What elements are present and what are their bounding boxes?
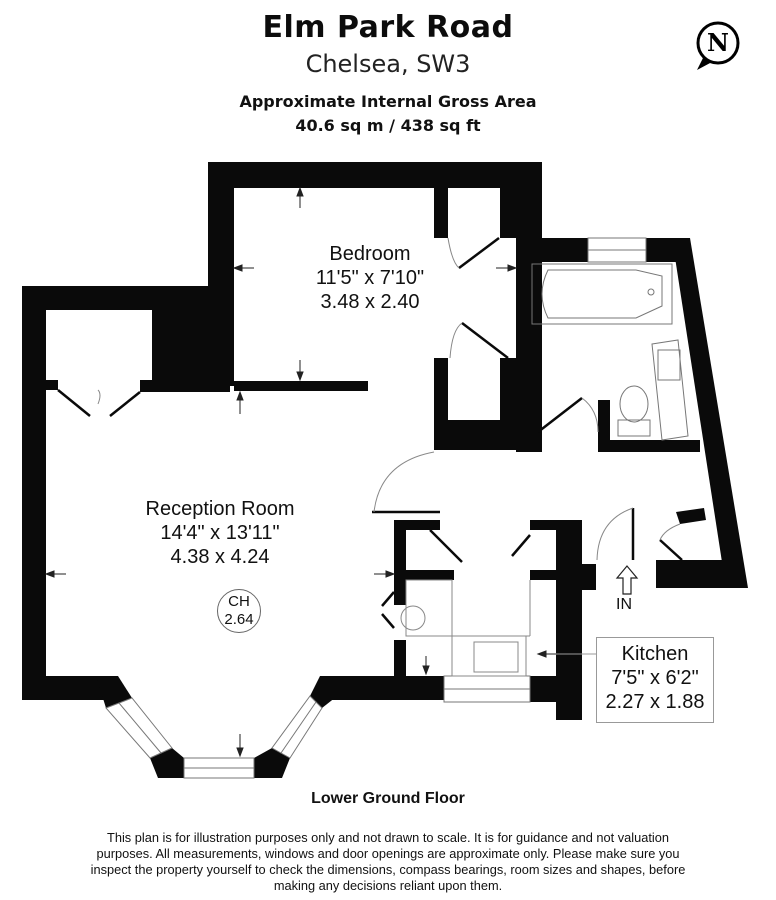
toilet bbox=[617, 385, 651, 437]
north-compass-icon: N bbox=[690, 18, 744, 74]
room-size-imperial: 7'5" x 6'2" bbox=[611, 667, 699, 689]
disclaimer-text: This plan is for illustration purposes o… bbox=[90, 830, 686, 893]
bathroom-sink bbox=[651, 339, 689, 441]
room-name: Reception Room bbox=[145, 498, 295, 520]
doors bbox=[57, 237, 683, 629]
room-label-kitchen: Kitchen 7'5" x 6'2" 2.27 x 1.88 bbox=[596, 637, 714, 723]
door-swings bbox=[97, 237, 681, 561]
kitchen-fixtures bbox=[400, 579, 531, 677]
area-label: Approximate Internal Gross Area bbox=[239, 92, 537, 111]
room-size-imperial: 14'4" x 13'11" bbox=[160, 522, 280, 544]
ceiling-height-value: 2.64 bbox=[224, 611, 254, 628]
room-size-metric: 4.38 x 4.24 bbox=[170, 546, 270, 568]
bathtub bbox=[531, 263, 673, 325]
ceiling-height-badge: CH 2.64 bbox=[217, 589, 261, 633]
ceiling-height-label: CH bbox=[228, 593, 250, 610]
windows bbox=[105, 237, 647, 779]
room-label-reception: Reception Room 14'4" x 13'11" 4.38 x 4.2… bbox=[100, 497, 340, 569]
svg-text:N: N bbox=[707, 28, 729, 57]
entrance-arrow-icon bbox=[615, 565, 639, 595]
property-title: Elm Park Road bbox=[262, 10, 514, 45]
floor-label: Lower Ground Floor bbox=[311, 790, 465, 807]
walls bbox=[22, 162, 748, 778]
property-location: Chelsea, SW3 bbox=[305, 50, 471, 78]
room-name: Kitchen bbox=[621, 643, 689, 665]
dimension-arrows bbox=[44, 186, 596, 758]
entrance-label: IN bbox=[616, 596, 632, 613]
area-value: 40.6 sq m / 438 sq ft bbox=[295, 116, 481, 135]
room-label-bedroom: Bedroom 11'5" x 7'10" 3.48 x 2.40 bbox=[270, 242, 470, 314]
room-size-imperial: 11'5" x 7'10" bbox=[315, 267, 425, 289]
room-size-metric: 2.27 x 1.88 bbox=[605, 691, 705, 713]
room-size-metric: 3.48 x 2.40 bbox=[320, 291, 420, 313]
room-name: Bedroom bbox=[329, 243, 411, 265]
